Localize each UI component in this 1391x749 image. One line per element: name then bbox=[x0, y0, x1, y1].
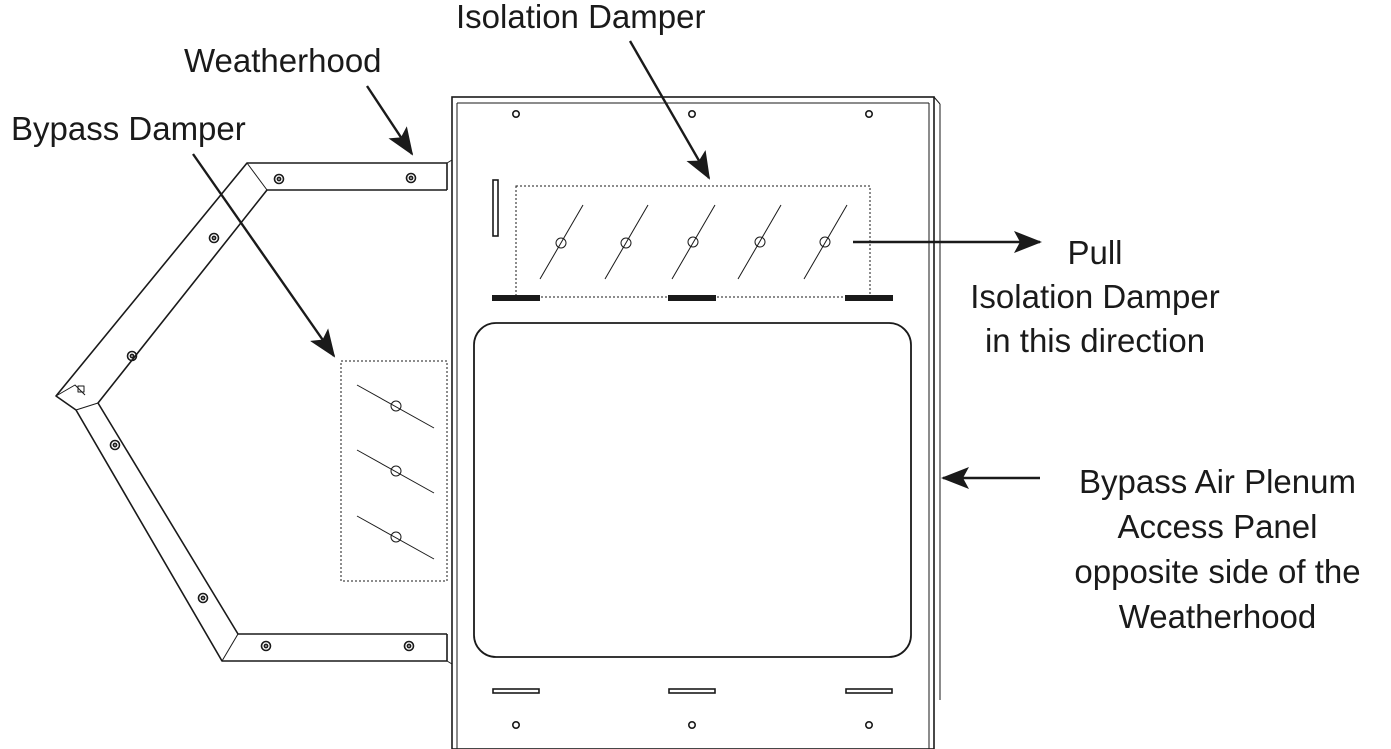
pull-line: in this direction bbox=[984, 322, 1206, 359]
screw-icon bbox=[405, 172, 417, 184]
pivot-icon bbox=[687, 236, 699, 248]
plenum-line: Bypass Air Plenum bbox=[1079, 463, 1356, 500]
bypass-access-panel-label: Bypass Air Plenum Access Panel opposite … bbox=[1040, 459, 1391, 639]
damper-handle bbox=[492, 179, 499, 237]
isolation-damper-arrow bbox=[628, 40, 711, 180]
screw-icon bbox=[109, 439, 121, 451]
pull-direction-label: Pull Isolation Damper in this direction bbox=[940, 231, 1250, 363]
screw-icon bbox=[687, 720, 696, 729]
bypass-damper bbox=[340, 360, 448, 582]
isolation-damper bbox=[515, 185, 871, 298]
pivot-icon bbox=[819, 236, 831, 248]
pull-line: Pull bbox=[1067, 234, 1123, 271]
isolation-damper-label: Isolation Damper bbox=[456, 0, 706, 35]
callout-arrows bbox=[192, 40, 1042, 489]
screw-icon bbox=[403, 640, 415, 652]
pivot-icon bbox=[754, 236, 766, 248]
weatherhood bbox=[55, 159, 453, 665]
screw-icon bbox=[864, 720, 873, 729]
screw-icon bbox=[126, 350, 138, 362]
pivot-icon bbox=[620, 237, 632, 249]
slot bbox=[492, 688, 540, 694]
bypass-damper-label: Bypass Damper bbox=[11, 110, 246, 147]
slot bbox=[845, 688, 893, 694]
weatherhood-inner bbox=[97, 189, 447, 635]
bypass-damper-outline bbox=[340, 360, 448, 582]
screw-icon bbox=[260, 640, 272, 652]
weatherhood-outer bbox=[55, 162, 447, 662]
slot bbox=[668, 688, 716, 694]
cabinet bbox=[451, 96, 941, 749]
plenum-line: Weatherhood bbox=[1118, 598, 1317, 635]
weatherhood-label: Weatherhood bbox=[184, 42, 382, 79]
bypass-damper-arrow bbox=[192, 153, 336, 358]
damper-rails bbox=[492, 295, 893, 301]
pivot-icon bbox=[390, 531, 402, 543]
plenum-line: opposite side of the bbox=[1074, 553, 1361, 590]
plenum-line: Access Panel bbox=[1117, 508, 1318, 545]
weatherhood-arrow bbox=[365, 85, 414, 156]
pivot-icon bbox=[390, 400, 402, 412]
pivot-icon bbox=[555, 237, 567, 249]
screw-icon bbox=[687, 110, 696, 119]
screw-icon bbox=[864, 110, 873, 119]
screw-icon bbox=[208, 232, 220, 244]
pivot-icon bbox=[390, 465, 402, 477]
screw-icon bbox=[197, 592, 209, 604]
access-panel bbox=[473, 322, 912, 658]
cabinet-outline bbox=[451, 96, 935, 749]
screw-icon bbox=[273, 173, 285, 185]
screw-icon bbox=[511, 110, 520, 119]
isolation-damper-outline bbox=[515, 185, 871, 298]
screw-icon bbox=[511, 720, 520, 729]
pull-line: Isolation Damper bbox=[970, 278, 1220, 315]
